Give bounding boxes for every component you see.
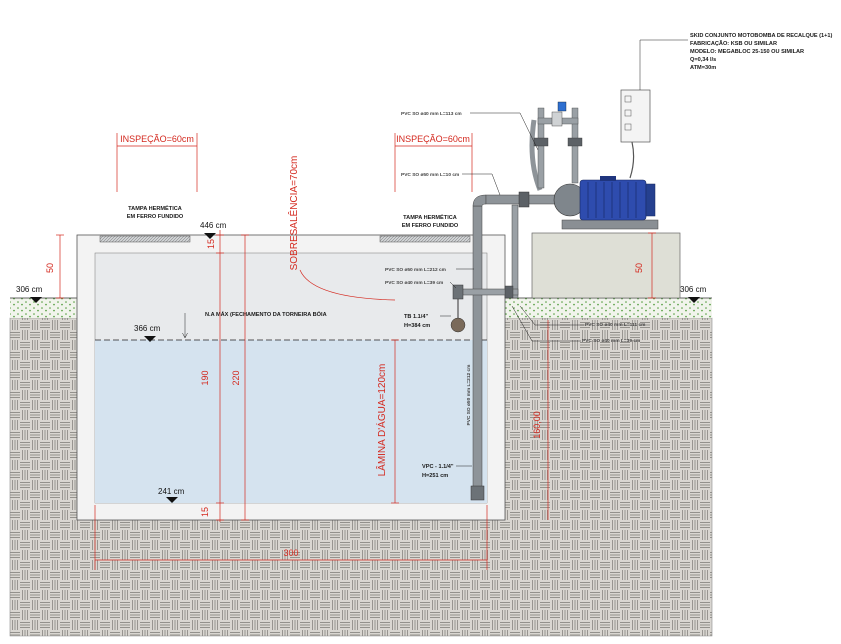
discharge-manifold [529,101,583,191]
skid-flow: Q=0,34 l/s [690,57,716,63]
pipe-label-50-212: PVC SO ø50 mm L=212 cm [385,267,446,273]
dim-water-depth [391,339,399,504]
foot-valve-height: H=251 cm [422,473,448,479]
max-level-note: N.A MÁX (FECHAMENTO DA TORNEIRA BÓIA [205,310,327,318]
level-bottom-label: 241 cm [158,487,185,496]
pipe-label-40-111-ground: PVC SO ø40 mm L=111 cm [585,322,645,328]
pipe-label-40-113: PVC SO ø40 mm L=113 cm [401,111,462,117]
overflow-leader [299,269,396,301]
suction-pipe [470,191,563,501]
control-panel [620,39,688,179]
overflow-label: SOBRESALÊNCIA=70cm [287,156,300,271]
dim-300-label: 300 [283,548,298,558]
inspection-dim-left [116,133,198,192]
dim-width-300 [94,505,488,570]
pump-base [531,232,681,299]
foot-valve-label: VPC - 1.1/4" [422,464,454,470]
grass-strip-left [10,298,77,318]
pressure-switch-icon [557,101,567,112]
water-depth-label: LÂMINA D'ÁGUA=120cm [375,364,388,477]
float-valve-height: H=384 cm [404,323,430,329]
dim-190-label: 190 [200,370,210,385]
motor-pump [553,176,659,230]
inspection-label-left: INSPEÇÃO=60cm [120,134,194,144]
tank-water [95,340,487,503]
lid-left [99,235,191,243]
skid-head: ATM=30m [690,65,716,71]
level-ground-left-marker [30,297,42,303]
lid-label-right-2: EM FERRO FUNDIDO [402,223,459,229]
skid-model: MODELO: MEGABLOC 25-150 OU SIMILAR [690,49,804,55]
pipe-label-50-10: PVC SO ø50 mm L=10 cm [401,172,459,178]
level-ground-left-label: 306 cm [16,285,43,294]
level-bottom-marker [166,497,178,503]
level-max-water-marker [144,336,156,342]
dim-220-label: 220 [231,370,241,385]
dim-right-50 [648,232,656,299]
lid-label-right-1: TAMPA HERMÉTICA [403,213,457,221]
dim-top-15-label: 15 [206,239,216,249]
level-top-label: 446 cm [200,221,227,230]
level-ground-right-marker [688,297,700,303]
dim-left-50-label: 50 [45,263,55,273]
lid-label-left-1: TAMPA HERMÉTICA [128,204,182,212]
skid-title: SKID CONJUNTO MOTOBOMBA DE RECALQUE (1+1… [690,33,833,39]
level-max-water-label: 366 cm [134,324,161,333]
dim-bottom-15-label: 15 [200,507,210,517]
dim-right-50-label: 50 [634,263,644,273]
float-valve-label: TB 1.1/4" [404,314,428,320]
tank [76,234,506,521]
dim-left-50 [56,234,64,299]
inspection-dim-right [394,133,473,192]
dim-right-depth-label: 160,00 [532,411,542,439]
level-top-marker [204,233,216,239]
lid-label-left-2: EM FERRO FUNDIDO [127,214,184,220]
dim-wall-chain [216,230,224,522]
lid-right [379,235,471,243]
inspection-label-right: INSPEÇÃO=60cm [396,134,470,144]
float-ball [450,317,466,333]
grass-strip-right [505,298,712,318]
foot-valve [470,485,485,501]
pipe-label-40-39: PVC SO ø40 mm L=39 cm [385,280,443,286]
level-ground-right-label: 306 cm [680,285,707,294]
pipe-label-40-39-ground: PVC SO ø40 mm L=39 cm [582,338,640,344]
skid-manufacturer: FABRICAÇÃO: KSB OU SIMILAR [690,40,777,47]
float-pipe [450,204,519,333]
pipe-label-vertical: PVC SO ø50 mm L=212 cm [466,365,472,426]
dim-total-220 [241,234,249,521]
